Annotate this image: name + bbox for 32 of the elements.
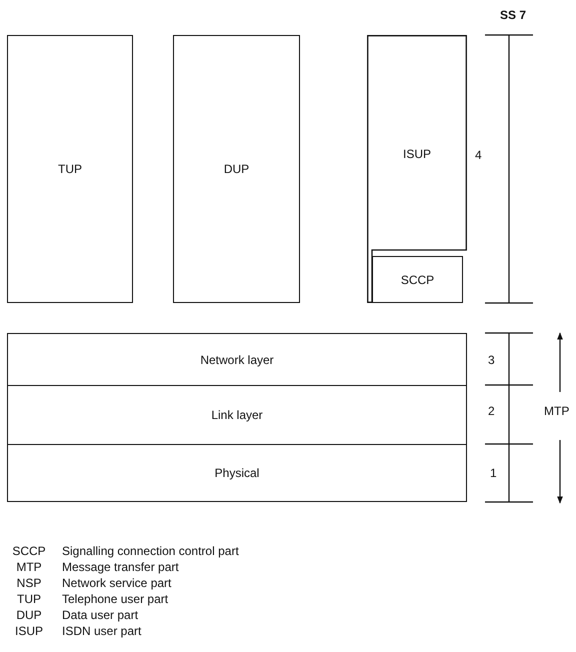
block-label: Physical (214, 466, 260, 480)
abbreviation: TUP (16, 592, 42, 606)
block-label: Link layer (211, 408, 263, 422)
abbreviation: DUP (15, 608, 43, 622)
layer-number: 1 (490, 466, 497, 480)
abbreviation-meaning: Data user part (62, 608, 138, 622)
layer-number: 2 (488, 404, 495, 418)
scale-label: MTP (544, 404, 570, 418)
layer-band (7, 385, 467, 445)
block-label: TUP (58, 162, 82, 176)
layer-number: 3 (488, 353, 495, 367)
abbreviation-meaning: ISDN user part (62, 624, 142, 638)
abbreviation-meaning: Signalling connection control part (62, 544, 239, 558)
abbreviation: ISUP (14, 624, 44, 638)
scale-title: SS 7 (500, 8, 526, 22)
abbreviation-meaning: Telephone user part (62, 592, 168, 606)
abbreviation-meaning: Message transfer part (62, 560, 179, 574)
abbreviation: MTP (15, 560, 43, 574)
block-label: DUP (224, 162, 250, 176)
layer-number: 4 (475, 148, 482, 162)
layer-band (7, 333, 467, 386)
protocol-block (367, 35, 467, 303)
block-label: SCCP (400, 272, 434, 286)
protocol-block (372, 256, 463, 303)
abbreviation: SCCP (11, 544, 47, 558)
protocol-block (7, 35, 133, 303)
abbreviation: NSP (16, 576, 42, 590)
layer-band (7, 444, 467, 502)
block-label: ISUP (402, 147, 431, 161)
block-label: Network layer (200, 352, 274, 366)
protocol-block (173, 35, 300, 303)
abbreviation-meaning: Network service part (62, 576, 172, 590)
